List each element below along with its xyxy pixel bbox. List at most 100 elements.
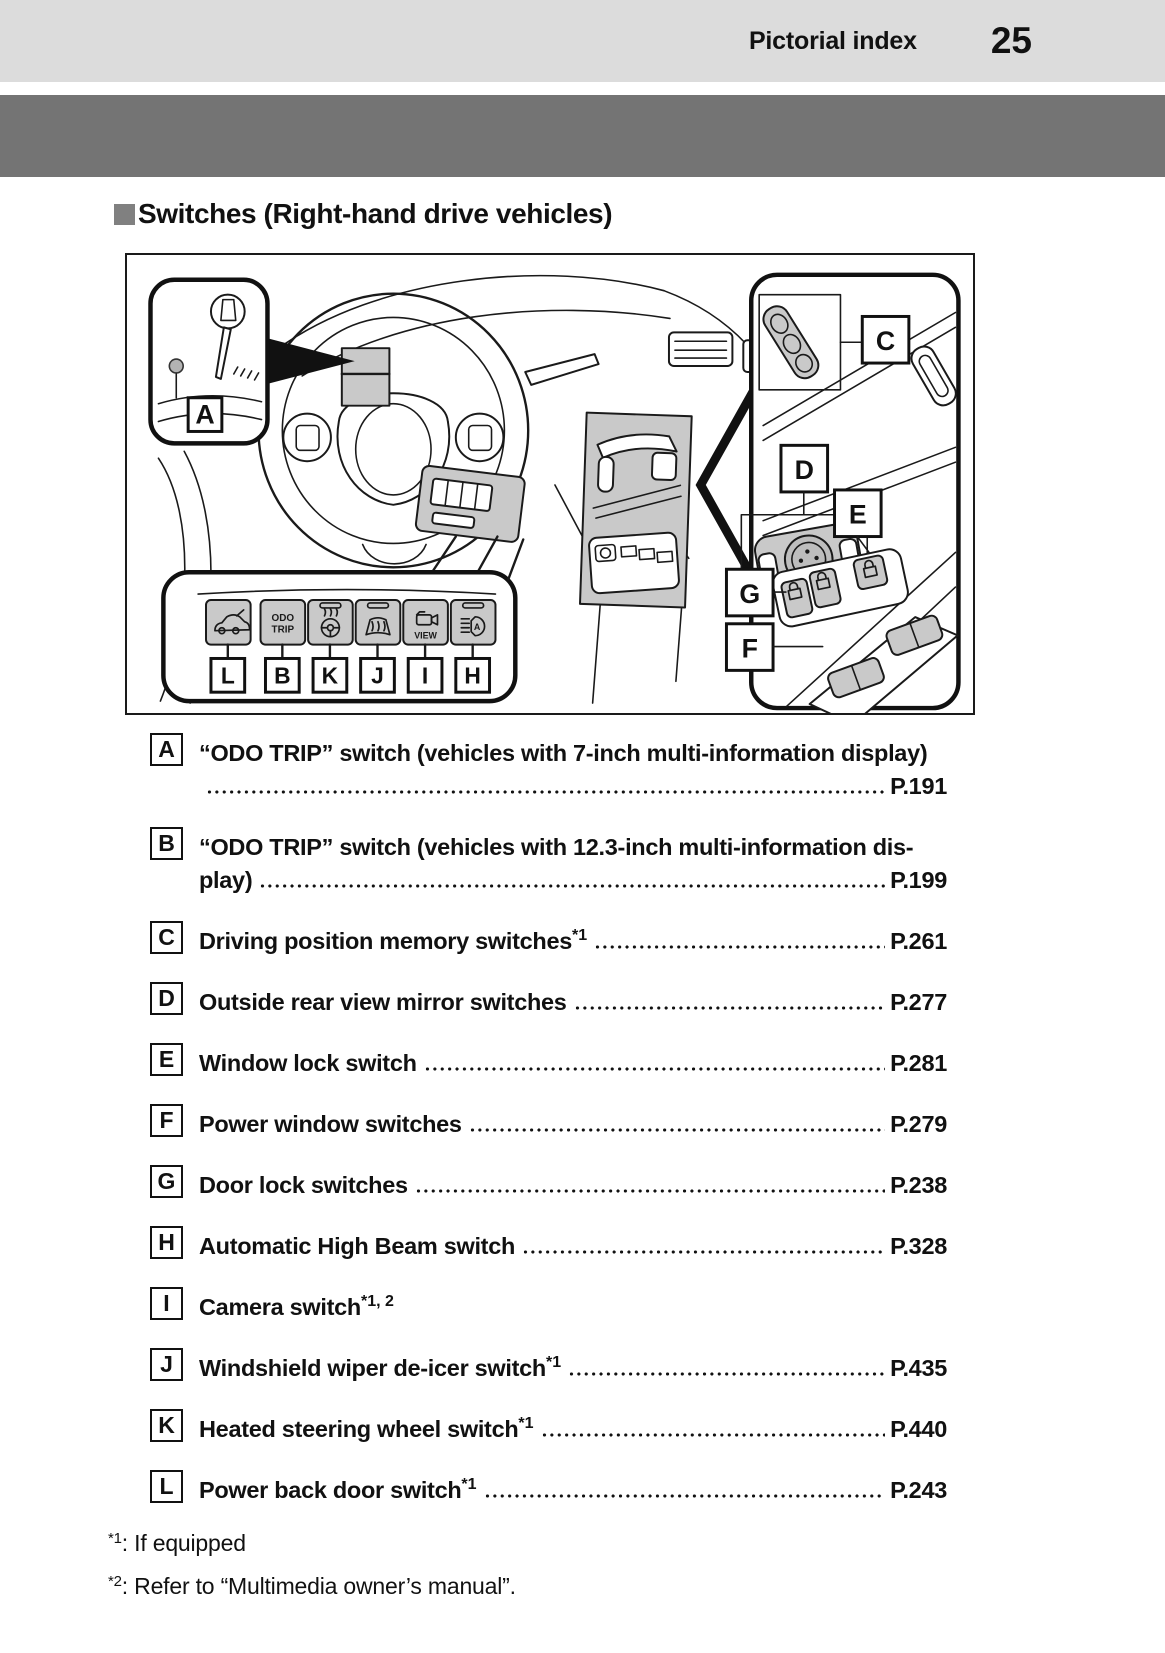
odo-trip-button: ODO TRIP: [259, 598, 307, 646]
callout-box-e: E: [833, 488, 883, 539]
item-label-box: E: [150, 1043, 183, 1076]
dot-leader: [594, 942, 886, 952]
item-text: Power window switches: [199, 1111, 462, 1137]
label-connectors: [226, 643, 474, 660]
page-ref: P.191: [890, 773, 947, 799]
footnotes: *1: If equipped *2: Refer to “Multimedia…: [108, 1530, 1165, 1600]
page-ref: P.243: [890, 1477, 947, 1503]
item-text: Outside rear view mirror switches: [199, 989, 567, 1015]
page-ref: P.328: [890, 1233, 947, 1259]
svg-text:TRIP: TRIP: [272, 625, 295, 636]
footnote-ref: *1: [545, 1354, 562, 1371]
inset-door-panel: C D: [724, 272, 961, 713]
panel-label-b: B: [263, 656, 301, 694]
item-text: Power back door switch*1: [199, 1476, 477, 1503]
callout-arrow-a: [267, 338, 355, 384]
manual-page: Pictorial index 25 Switches (Right-hand …: [0, 0, 1165, 1600]
lock-switch-cluster: [771, 548, 909, 628]
item-text: Camera switch*1, 2: [199, 1293, 394, 1320]
svg-text:A: A: [474, 622, 481, 632]
camera-view-icon: [415, 611, 439, 626]
index-item-e: E Window lock switch P.281: [150, 1042, 947, 1079]
window-lock-switch: [852, 554, 889, 591]
item-label-box: K: [150, 1409, 183, 1442]
page-ref: P.261: [890, 928, 947, 954]
indicator-bar: [366, 602, 390, 609]
door-handle: [910, 345, 957, 407]
index-item-c: C Driving position memory switches*1 P.2…: [150, 920, 947, 957]
svg-text:L: L: [221, 662, 235, 688]
dot-leader: [522, 1247, 886, 1257]
item-text: Driving position memory switches*1: [199, 927, 588, 954]
dot-leader: [206, 787, 886, 797]
index-item-d: D Outside rear view mirror switches P.27…: [150, 981, 947, 1018]
diagram-canvas: A: [148, 272, 961, 713]
index-item-g: G Door lock switches P.238: [150, 1164, 947, 1201]
svg-text:K: K: [322, 662, 339, 688]
footnote-ref: *1: [461, 1476, 477, 1493]
switch-location-diagram: A: [125, 253, 975, 715]
svg-text:F: F: [742, 633, 758, 663]
item-text: “ODO TRIP” switch (vehicles with 7-inch …: [199, 740, 928, 766]
item-label-box: L: [150, 1470, 183, 1503]
footnote-2: *2: Refer to “Multimedia owner’s manual”…: [108, 1573, 516, 1599]
footnote-ref: *1: [572, 927, 588, 944]
item-label-box: I: [150, 1287, 183, 1320]
svg-text:B: B: [274, 662, 290, 688]
heated-steering-wheel-icon: [320, 608, 341, 638]
auto-high-beam-button: A: [449, 598, 497, 646]
callout-box-f: F: [724, 622, 775, 672]
index-item-i: I Camera switch*1, 2: [150, 1286, 947, 1323]
item-label-box: G: [150, 1165, 183, 1198]
item-text: “ODO TRIP” switch (vehicles with 12.3-in…: [199, 834, 914, 860]
dot-leader: [540, 1430, 886, 1440]
index-item-k: K Heated steering wheel switch*1 P.440: [150, 1408, 947, 1445]
auto-high-beam-icon: A: [460, 615, 486, 637]
door-panel-highlight: [579, 411, 693, 609]
callout-box-d: D: [779, 443, 830, 494]
item-label-box: B: [150, 827, 183, 860]
dot-leader: [414, 1186, 886, 1196]
panel-label-k: K: [311, 656, 349, 694]
footnote-1: *1: If equipped: [108, 1530, 246, 1556]
svg-text:ODO: ODO: [272, 613, 295, 624]
item-text: Windshield wiper de-icer switch*1: [199, 1354, 562, 1381]
index-item-l: L Power back door switch*1 P.243: [150, 1469, 947, 1506]
lower-switch-cluster-highlight: [414, 464, 526, 543]
page-ref: P.435: [890, 1355, 947, 1381]
callout-box-c: C: [860, 314, 911, 365]
panel-label-i: I: [406, 656, 444, 694]
svg-text:I: I: [422, 662, 428, 688]
chapter-banner: [0, 95, 1165, 177]
svg-text:G: G: [739, 579, 760, 609]
key-stalk: [214, 326, 232, 380]
memory-switch: [762, 305, 820, 380]
heated-steering-wheel-button: [307, 598, 354, 646]
panel-label-l: L: [209, 656, 247, 694]
footnote-ref: *1: [518, 1415, 534, 1432]
panel-leader-lines: [430, 535, 499, 574]
footnote-marker: *2: [108, 1573, 122, 1590]
power-window-switches: [808, 614, 959, 713]
inset-switch-panel: ODO TRIP: [161, 538, 525, 704]
footnote-marker: *1: [108, 1530, 122, 1547]
callout-arrow-door: [695, 381, 762, 589]
power-back-door-button: [205, 598, 252, 646]
panel-label-j: J: [359, 656, 396, 694]
item-label-box: J: [150, 1348, 183, 1381]
item-text: Heated steering wheel switch*1: [199, 1415, 534, 1442]
item-text: Window lock switch: [199, 1050, 417, 1076]
section-title: Switches (Right-hand drive vehicles): [114, 198, 1165, 230]
page-ref: P.199: [890, 867, 947, 893]
pictorial-index-list: A “ODO TRIP” switch (vehicles with 7-inc…: [150, 732, 947, 1506]
windshield-deicer-icon: [365, 616, 391, 636]
indicator-bar: [461, 602, 485, 609]
svg-text:J: J: [371, 662, 384, 688]
page-ref: P.279: [890, 1111, 947, 1137]
svg-text:D: D: [795, 455, 814, 485]
power-back-door-icon: [214, 609, 251, 635]
section-title-text: Switches (Right-hand drive vehicles): [138, 198, 613, 229]
index-item-j: J Windshield wiper de-icer switch*1 P.43…: [150, 1347, 947, 1384]
item-label-box: A: [150, 733, 183, 766]
page-number: 25: [990, 20, 1032, 61]
